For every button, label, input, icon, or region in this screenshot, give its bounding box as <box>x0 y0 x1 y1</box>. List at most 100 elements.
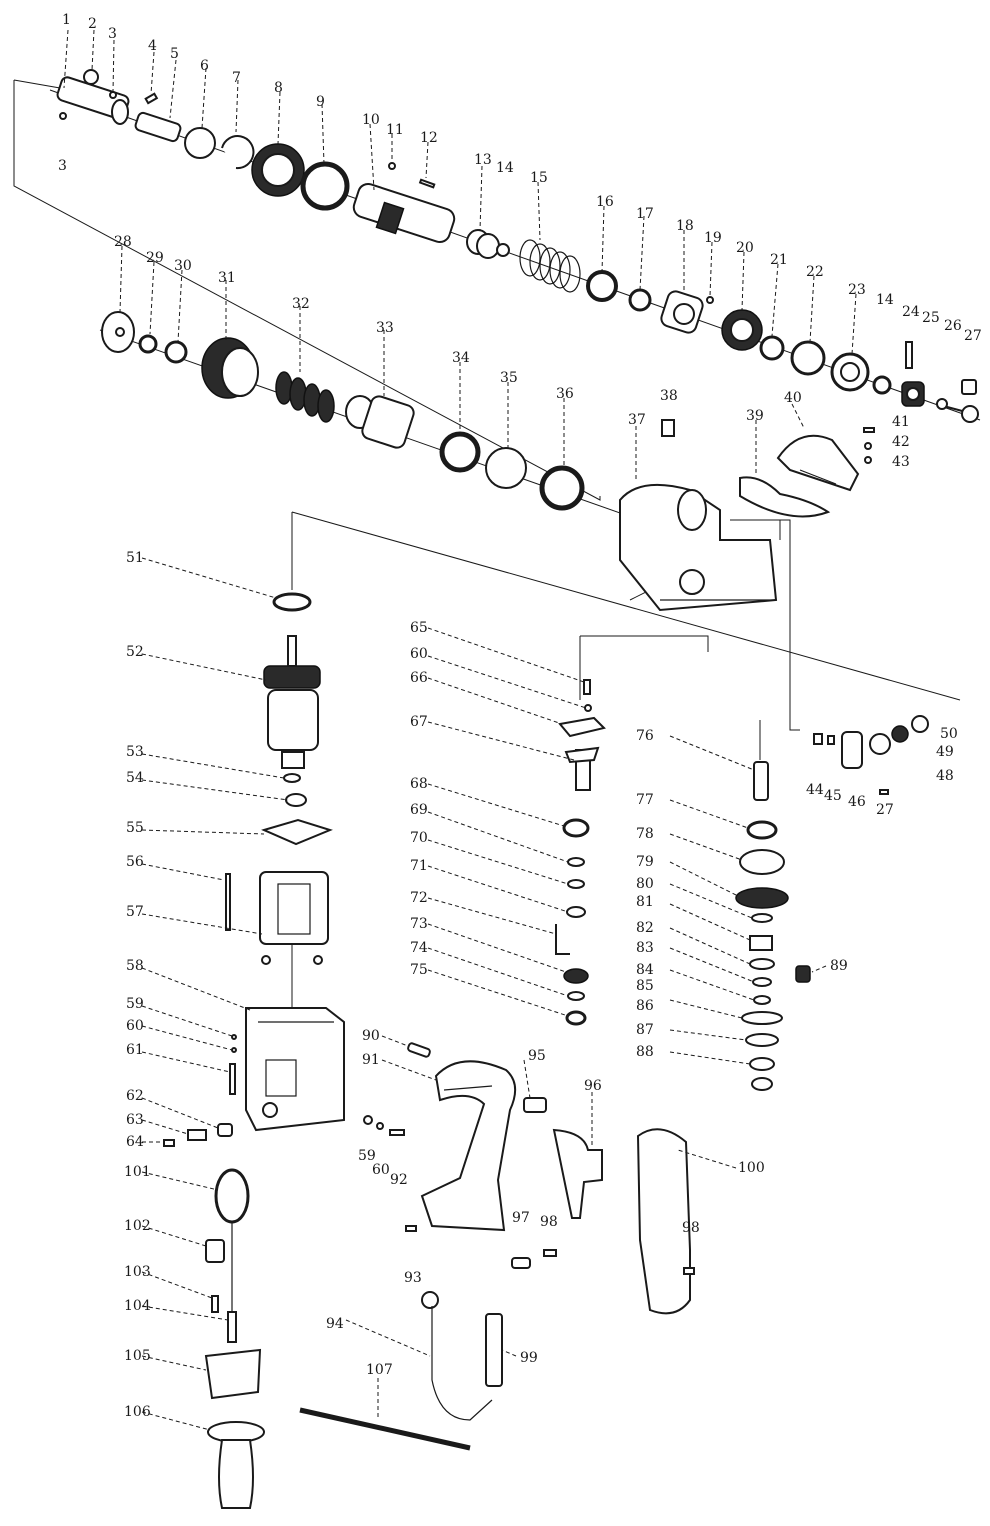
part-48-ring <box>869 733 891 755</box>
part-56-screw <box>225 873 231 931</box>
side-handle-parts <box>204 1168 471 1509</box>
label-14: 14 <box>496 160 514 176</box>
part-104-bolt <box>227 1311 237 1343</box>
label-13: 13 <box>474 152 492 168</box>
part-74-washer <box>567 991 585 1001</box>
label-6: 6 <box>200 58 209 74</box>
label-98b: 98 <box>682 1220 700 1236</box>
part-66-plate <box>558 716 606 738</box>
label-59b: 59 <box>358 1148 376 1164</box>
label-80: 80 <box>636 876 654 892</box>
part-63-brush <box>187 1129 207 1141</box>
part-2-ring <box>83 69 99 85</box>
part-61-screw <box>229 1063 236 1095</box>
part-76-pinion <box>753 761 769 801</box>
label-30: 30 <box>174 258 192 274</box>
label-100: 100 <box>738 1160 765 1176</box>
label-18: 18 <box>676 218 694 234</box>
part-59b-washer <box>363 1115 373 1125</box>
part-102-block <box>205 1239 225 1263</box>
assembly-axis-lines <box>13 79 981 1010</box>
part-52-armature <box>263 635 321 769</box>
label-87: 87 <box>636 1022 654 1038</box>
label-61: 61 <box>126 1042 144 1058</box>
part-3-ball-lower <box>59 112 67 120</box>
part-27b-pin <box>879 789 889 795</box>
part-36-ring <box>539 465 585 511</box>
part-30-washer <box>164 340 188 364</box>
part-90-screw <box>407 1042 431 1058</box>
label-27: 27 <box>964 328 982 344</box>
label-4: 4 <box>148 38 157 54</box>
label-22: 22 <box>806 264 824 280</box>
part-60-washer <box>231 1047 237 1053</box>
label-44: 44 <box>806 782 824 798</box>
label-51: 51 <box>126 550 144 566</box>
part-72-key <box>555 924 570 955</box>
label-11: 11 <box>386 122 404 138</box>
part-34-seal <box>439 431 481 473</box>
part-29-ring <box>138 334 158 354</box>
part-23-bearing <box>830 352 870 392</box>
part-81-washer <box>751 913 773 923</box>
label-12: 12 <box>420 130 438 146</box>
part-9-o-ring <box>300 161 350 211</box>
label-62: 62 <box>126 1088 144 1104</box>
label-36: 36 <box>556 386 574 402</box>
part-62-brush-holder <box>217 1123 233 1137</box>
label-37: 37 <box>628 412 646 428</box>
label-2: 2 <box>88 16 97 32</box>
label-60: 60 <box>126 1018 144 1034</box>
label-21: 21 <box>770 252 788 268</box>
label-103: 103 <box>124 1264 151 1280</box>
part-69-washer <box>567 857 585 867</box>
label-3-lower: 3 <box>58 158 67 174</box>
label-27b: 27 <box>876 802 894 818</box>
part-97-clamp <box>511 1257 531 1269</box>
part-40-cover <box>776 434 860 492</box>
part-77-bearing <box>746 820 778 840</box>
part-83-washer <box>749 958 775 970</box>
part-14-o-ring <box>496 243 510 257</box>
label-95: 95 <box>528 1048 546 1064</box>
label-97: 97 <box>512 1210 530 1226</box>
part-59-washer <box>231 1034 237 1040</box>
part-11-ball <box>388 162 396 170</box>
part-91-handle-housing <box>420 1060 517 1232</box>
part-98-screw <box>543 1249 557 1257</box>
part-32-spring <box>275 371 335 423</box>
part-73-gear <box>563 968 589 984</box>
part-4-key <box>144 92 159 105</box>
right-column-parts <box>735 715 929 1091</box>
part-99-cord-guard <box>485 1313 503 1387</box>
label-26: 26 <box>944 318 962 334</box>
part-106-side-handle <box>207 1421 265 1509</box>
part-33-sleeve <box>345 395 415 449</box>
part-57-stator <box>259 871 329 965</box>
part-95-switch <box>523 1097 547 1113</box>
label-57: 57 <box>126 904 144 920</box>
label-8: 8 <box>274 80 283 96</box>
part-98b-screw <box>683 1267 695 1275</box>
part-7-circlip <box>221 135 255 170</box>
part-46-knob <box>841 731 863 769</box>
part-50-ring <box>911 715 929 733</box>
part-67-shaft <box>564 746 600 791</box>
label-59: 59 <box>126 996 144 1012</box>
label-86: 86 <box>636 998 654 1014</box>
label-15: 15 <box>530 170 548 186</box>
part-8-bearing-seal <box>251 143 305 197</box>
label-76: 76 <box>636 728 654 744</box>
part-25-bearing <box>901 381 925 407</box>
label-16: 16 <box>596 194 614 210</box>
label-1: 1 <box>62 12 71 28</box>
label-102: 102 <box>124 1218 151 1234</box>
label-74: 74 <box>410 940 428 956</box>
label-67: 67 <box>410 714 428 730</box>
part-5-bushing <box>134 111 182 143</box>
label-14b: 14 <box>876 292 894 308</box>
label-32: 32 <box>292 296 310 312</box>
label-93: 93 <box>404 1270 422 1286</box>
label-107: 107 <box>366 1362 393 1378</box>
part-53-bearing <box>283 773 301 783</box>
